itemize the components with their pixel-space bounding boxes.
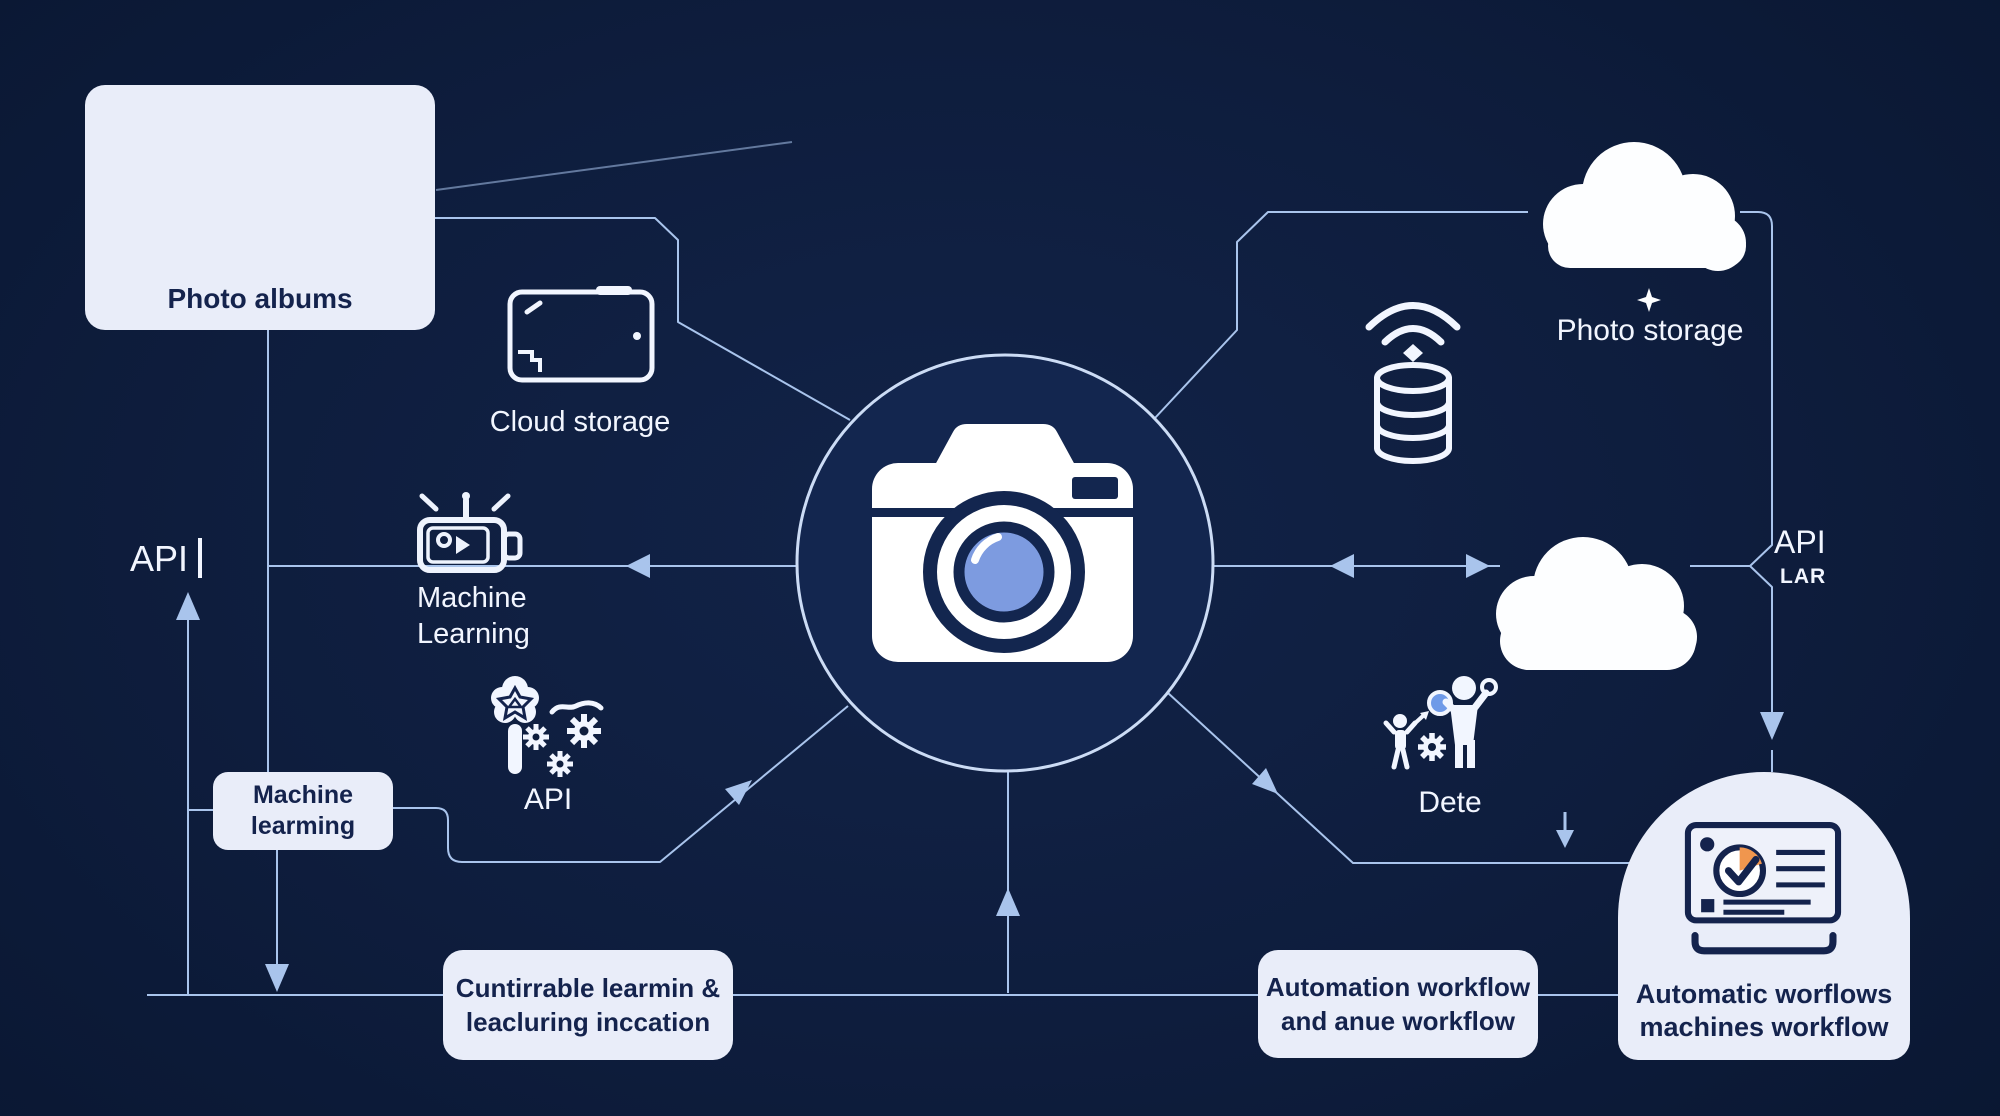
photo-albums-card: Photo albums: [85, 85, 435, 330]
arrowheads: [176, 554, 1784, 992]
gear-icon: [523, 724, 549, 750]
arrow-right-cloud: [1466, 554, 1490, 578]
workflow-browser-icon: [1684, 822, 1842, 955]
camera-hub: [795, 353, 1215, 773]
api-right-label: API LAR: [1774, 524, 1884, 589]
machine-learming-box: Machine learming: [213, 772, 393, 850]
arrow-up-camera-bottom: [996, 888, 1020, 916]
arrow-down-right-vertical: [1760, 712, 1784, 740]
automatic-workflows-dome: Automatic worflows machines workflow: [1618, 772, 1910, 1060]
arrow-down-mlbox: [265, 964, 289, 992]
connector-camera-photostorage: [1154, 211, 1528, 419]
dete-people-icon: [1383, 676, 1498, 770]
connector-faint-diagonal: [435, 141, 793, 191]
arrow-up-api: [176, 592, 200, 620]
sparkle-icon: [1637, 288, 1661, 312]
arrow-left-camera: [1330, 554, 1354, 578]
photo-albums-label: Photo albums: [167, 282, 353, 314]
arrow-upright-camera: [725, 780, 752, 805]
dete-label: Dete: [1418, 786, 1482, 819]
dome-label: Automatic worflows machines workflow: [1635, 979, 1893, 1042]
api-gears-label: API: [523, 783, 573, 816]
api-left-label: API: [130, 538, 203, 580]
continual-learning-box: Cuntirrable learmin & leacluring inccati…: [443, 950, 733, 1060]
machine-learning-label: Machine Learning: [417, 582, 530, 650]
connector-camera-dome: [1167, 692, 1630, 864]
connector-photostorage-right: [1740, 211, 1773, 735]
arrow-left-ml: [626, 554, 650, 578]
gear-icon: [1418, 733, 1446, 761]
database-wifi-icon: [1365, 302, 1461, 464]
cloud-storage-label: Cloud storage: [489, 406, 671, 438]
gear-icon: [547, 751, 573, 777]
machine-learning-robot-icon: [417, 492, 523, 573]
api-gears-icon: [491, 676, 604, 777]
photo-storage-label: Photo storage: [1556, 314, 1744, 347]
gear-icon: [567, 714, 601, 748]
connector-photoalbums-camera: [434, 217, 851, 421]
cloud-storage-icon: [507, 286, 655, 383]
connector-mlbox-api-camera: [392, 705, 849, 863]
api-right-sublabel: LAR: [1780, 565, 1827, 588]
cloud-icon: [1496, 537, 1697, 670]
photo-storage-cloud-icon: [1543, 142, 1746, 312]
text-cursor: [198, 538, 203, 578]
arrow-downright-dome: [1252, 768, 1278, 794]
arrow-down-dete: [1556, 830, 1574, 848]
camera-icon: [872, 424, 1133, 662]
automation-workflow-box: Automation workflow and anue workflow: [1258, 950, 1538, 1058]
